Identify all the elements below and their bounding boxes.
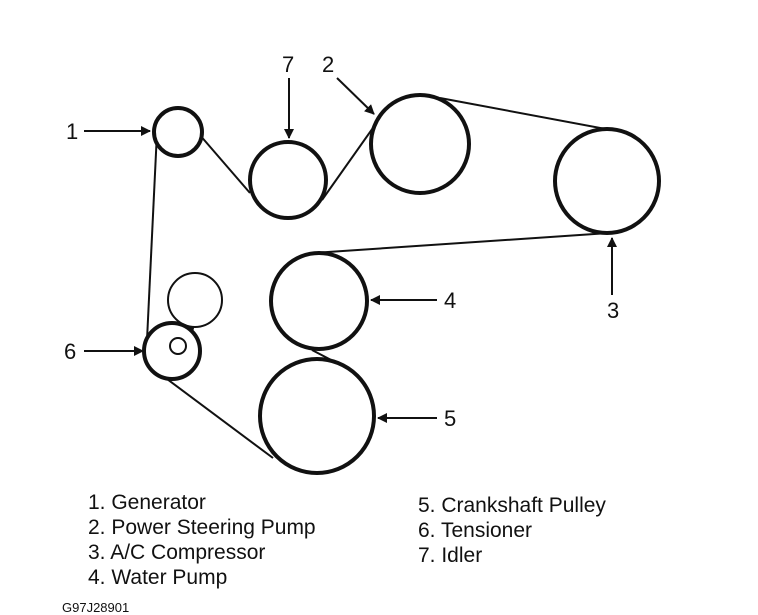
legend-item-idler: 7. Idler: [418, 544, 483, 567]
legend-item-crankshaft-pulley: 5. Crankshaft Pulley: [418, 494, 606, 517]
belt-segment: [312, 232, 610, 254]
legend-left-column: 1. Generator 2. Power Steering Pump 3. A…: [88, 490, 316, 590]
water-pump-pulley: [269, 251, 369, 351]
callout-arrow-power-steering-pump: [336, 77, 375, 115]
legend-item-water-pump: 4. Water Pump: [88, 566, 228, 589]
callout-number-ac-compressor: 3: [607, 298, 619, 323]
legend-item-generator: 1. Generator: [88, 491, 206, 514]
legend-item-power-steering-pump: 2. Power Steering Pump: [88, 516, 316, 539]
callout-number-tensioner: 6: [64, 339, 76, 364]
callout-number-water-pump: 4: [444, 288, 456, 313]
belt-segment: [439, 97, 612, 131]
callout-number-power-steering-pump: 2: [322, 52, 334, 77]
idler-pulley: [248, 140, 328, 220]
belt-segment: [146, 131, 158, 341]
belt-segment: [198, 133, 251, 194]
power-steering-pump-pulley: [369, 93, 471, 195]
belt-segment: [162, 375, 274, 459]
tensioner-hub: [169, 337, 187, 355]
crankshaft-pulley: [258, 357, 376, 475]
legend-item-ac-compressor: 3. A/C Compressor: [88, 541, 266, 564]
figure-code: G97J28901: [62, 600, 130, 615]
belt-segment: [321, 124, 376, 201]
legend-right-column: 5. Crankshaft Pulley 6. Tensioner 7. Idl…: [418, 493, 606, 568]
legend-item-tensioner: 6. Tensioner: [418, 519, 533, 542]
ac-compressor-pulley: [553, 127, 661, 235]
callout-number-generator: 1: [66, 119, 78, 144]
callout-number-idler: 7: [282, 52, 294, 77]
serpentine-belt: [146, 97, 612, 459]
tensioner-pivot: [167, 272, 223, 328]
generator-pulley: [152, 106, 204, 158]
callout-number-crankshaft-pulley: 5: [444, 406, 456, 431]
